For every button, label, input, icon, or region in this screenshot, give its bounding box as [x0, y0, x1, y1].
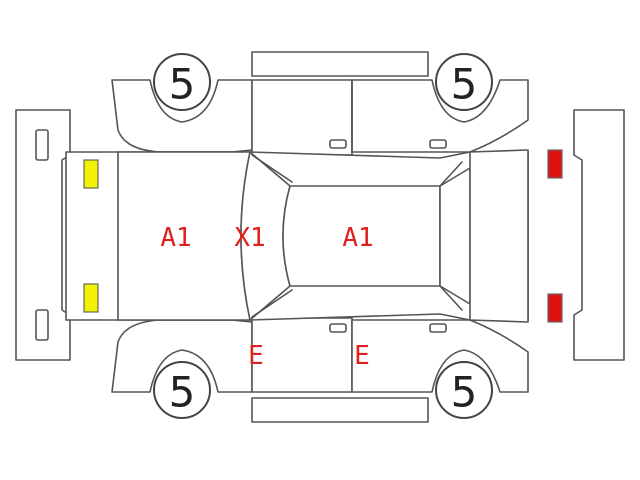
roof-panel	[282, 185, 441, 287]
taillight-left-icon	[547, 149, 563, 179]
taillight-right-icon	[547, 293, 563, 323]
rear-window-panel	[439, 167, 471, 305]
tire-front-right-value: 5	[169, 368, 196, 417]
tire-front-left-value: 5	[169, 60, 196, 109]
tire-front-left: 5	[153, 53, 211, 111]
windshield-damage-code: X1	[234, 223, 265, 253]
tire-rear-left: 5	[435, 53, 493, 111]
rear-bumper	[573, 109, 625, 361]
tire-front-right: 5	[153, 361, 211, 419]
tire-rear-right: 5	[435, 361, 493, 419]
left-side-panel	[111, 79, 529, 156]
side-sill-top	[251, 51, 429, 77]
headlight-right-icon	[83, 283, 99, 313]
front-bumper	[15, 109, 71, 361]
car-body	[65, 149, 529, 323]
headlight-left-icon	[83, 159, 99, 189]
front-door-right-damage-code: E	[248, 341, 264, 371]
side-sill-bottom	[251, 397, 429, 423]
tire-rear-left-value: 5	[451, 60, 478, 109]
tire-rear-right-value: 5	[451, 368, 478, 417]
roof-damage-code: A1	[342, 223, 373, 253]
hood-damage-code: A1	[160, 223, 191, 253]
right-side-panel	[111, 317, 529, 393]
trunk-panel	[469, 149, 529, 323]
rear-door-right-damage-code: E	[354, 341, 370, 371]
